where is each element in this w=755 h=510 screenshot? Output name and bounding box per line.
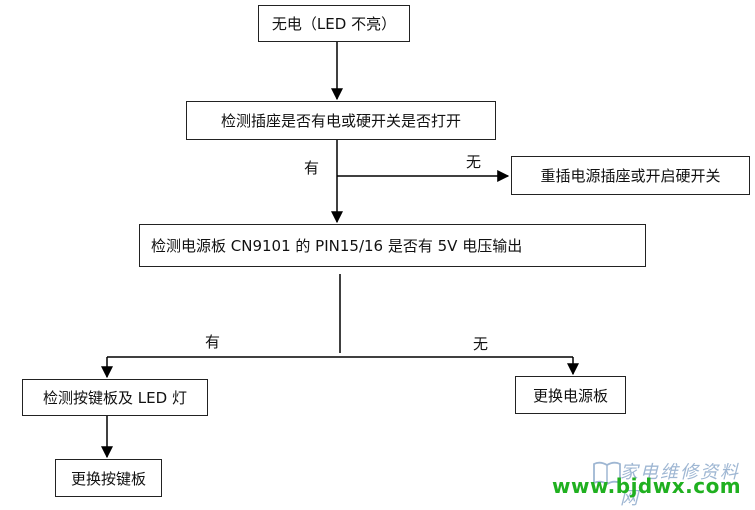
node-replace-power-board: 更换电源板 — [515, 376, 626, 414]
edge-label-cn-yes: 有 — [205, 333, 221, 351]
edge-label-socket-no: 无 — [466, 153, 482, 171]
edge-label-cn-no: 无 — [473, 335, 489, 353]
node-no-power: 无电（LED 不亮） — [258, 5, 410, 42]
edge-label-socket-yes: 有 — [304, 159, 320, 177]
open-book-icon — [593, 461, 621, 486]
node-check-socket: 检测插座是否有电或硬开关是否打开 — [186, 101, 496, 140]
node-replace-keyboard: 更换按键板 — [55, 459, 162, 497]
node-check-cn9101: 检测电源板 CN9101 的 PIN15/16 是否有 5V 电压输出 — [139, 224, 646, 267]
watermark-url: www.bjdwx.com — [552, 474, 742, 498]
node-check-keyboard-led: 检测按键板及 LED 灯 — [22, 379, 208, 416]
node-replug: 重插电源插座或开启硬开关 — [511, 156, 750, 195]
